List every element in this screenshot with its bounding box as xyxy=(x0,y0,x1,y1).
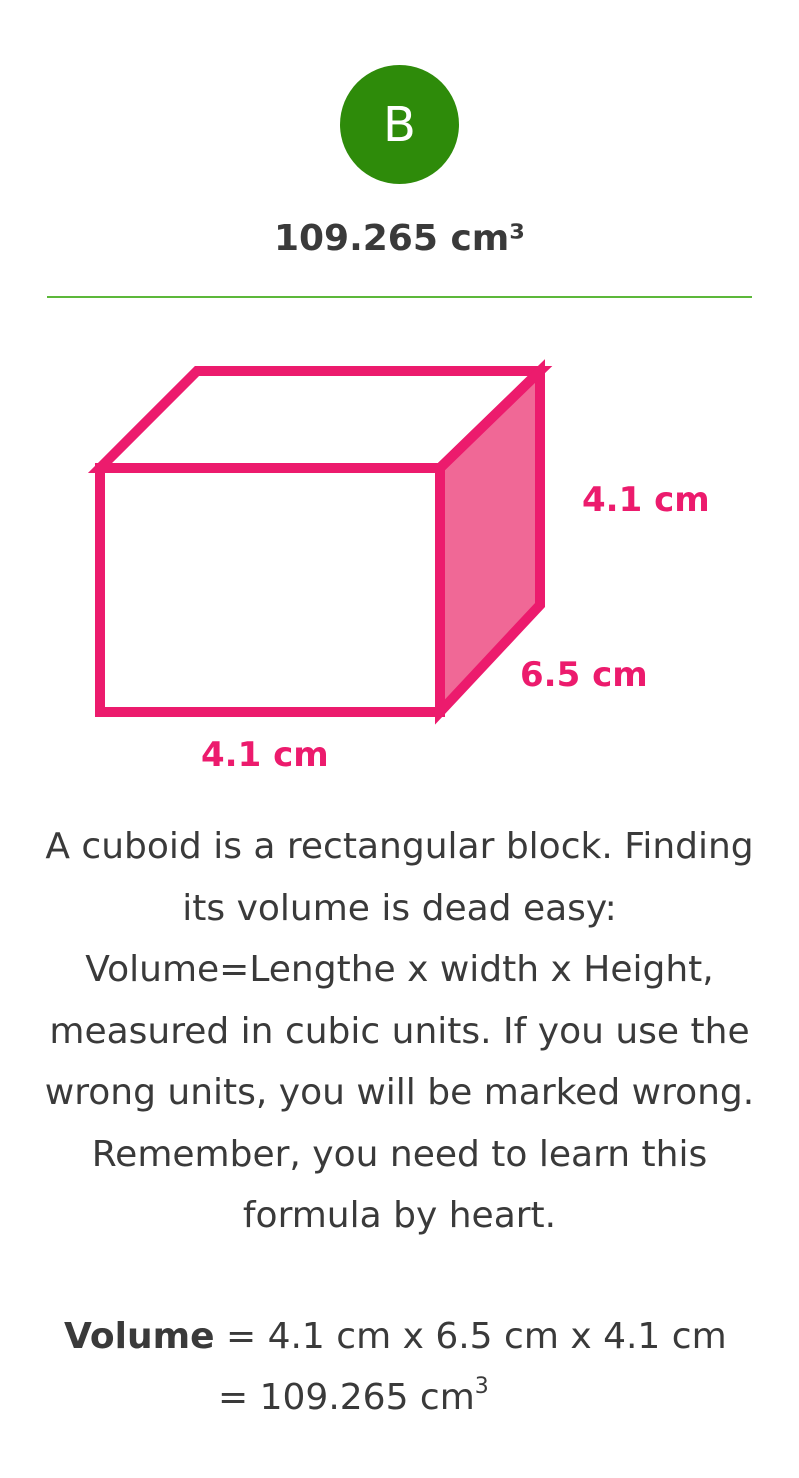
explanation-text: A cuboid is a rectangular block. Finding… xyxy=(44,826,755,1236)
formula-exponent: 3 xyxy=(474,1374,489,1399)
formula-line-2: = 109.265 cm3 xyxy=(218,1367,489,1428)
height-label: 4.1 cm xyxy=(582,480,710,520)
divider xyxy=(47,296,752,298)
option-letter: B xyxy=(383,96,416,153)
formula-label: Volume xyxy=(64,1316,215,1357)
depth-label: 6.5 cm xyxy=(520,655,648,695)
formula-expression: = 4.1 cm x 6.5 cm x 4.1 cm xyxy=(214,1316,727,1357)
cuboid-figure: 4.1 cm 6.5 cm 4.1 cm xyxy=(0,340,799,790)
cuboid-diagram: 4.1 cm 6.5 cm 4.1 cm xyxy=(87,359,710,775)
cuboid-front-face xyxy=(95,463,445,717)
answer-value: 109.265 cm³ xyxy=(273,218,526,259)
length-label: 4.1 cm xyxy=(201,735,329,775)
formula-result: = 109.265 cm xyxy=(218,1377,475,1418)
formula-line-1: Volume = 4.1 cm x 6.5 cm x 4.1 cm xyxy=(64,1306,727,1367)
option-badge: B xyxy=(340,65,459,184)
